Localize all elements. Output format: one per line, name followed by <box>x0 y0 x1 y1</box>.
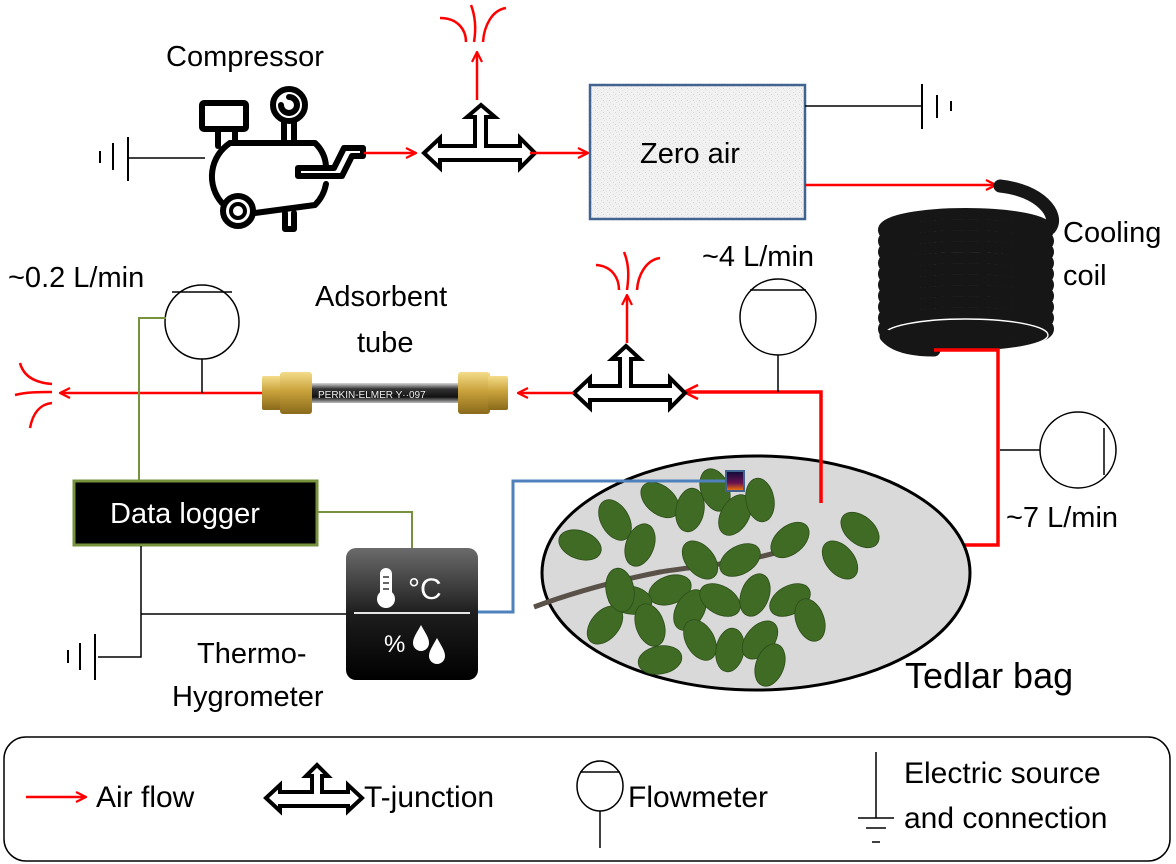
compressor-label: Compressor <box>166 41 324 73</box>
signal-wire-logger-thermo <box>318 511 413 548</box>
coil-ring <box>878 307 1054 351</box>
leaf <box>821 540 859 580</box>
leaf <box>675 487 705 533</box>
flow-rate-outlet: ~4 L/min <box>702 241 814 273</box>
logger-ground-icon <box>67 634 96 680</box>
legend-item-electric: Electric source and connection <box>858 752 1108 843</box>
legend-label-electric-line2: and connection <box>904 802 1108 835</box>
signal-wire-flowmeter-logger <box>138 317 166 481</box>
t-junction-middle-icon[interactable] <box>571 343 688 413</box>
sensor-probe <box>725 470 745 492</box>
legend: Air flow T-junction Flowmeter Elect <box>3 736 1171 862</box>
t-junction-icon <box>263 762 365 816</box>
flowmeter-sampling-icon[interactable] <box>164 284 240 393</box>
adsorbent-tube[interactable]: PERKIN-ELMER Y··097 <box>262 372 508 414</box>
water-drops-icon <box>413 625 445 664</box>
leaf <box>745 477 775 523</box>
legend-item-t-junction: T-junction <box>263 762 494 816</box>
air-flow-bag-to-tjunction <box>684 392 823 503</box>
zero-air-generator[interactable]: Zero air <box>588 83 807 221</box>
cooling-coil-icon[interactable] <box>878 179 1059 357</box>
t-junction-top-icon[interactable] <box>421 102 538 173</box>
power-wire-logger <box>98 546 142 658</box>
legend-label-flowmeter: Flowmeter <box>628 781 768 814</box>
thermo-hygrometer[interactable]: °C % <box>346 548 478 680</box>
leaf <box>794 598 826 642</box>
adsorbent-tube-print: PERKIN-ELMER Y··097 <box>318 390 426 401</box>
vent-exhaust-left-icon <box>14 362 53 429</box>
leaf <box>683 619 717 661</box>
compressor-ground-icon <box>99 137 205 181</box>
coil-ring <box>878 296 1054 340</box>
leaf <box>558 529 602 561</box>
legend-item-air-flow: Air flow <box>26 781 195 814</box>
coil-ring <box>878 285 1054 329</box>
leaf <box>605 567 635 613</box>
flowmeter-icon <box>576 760 624 848</box>
leaf <box>699 583 741 617</box>
cooling-coil-label-line2: coil <box>1063 260 1107 292</box>
leaf <box>634 603 666 647</box>
temperature-unit: °C <box>408 573 442 606</box>
leafy-branch <box>533 468 880 687</box>
flowmeter-inlet-icon[interactable] <box>1000 411 1117 489</box>
thermo-hygrometer-label-line2: Hygrometer <box>172 681 324 713</box>
leaf <box>598 499 632 541</box>
thermo-hygrometer-label-line1: Thermo- <box>197 638 307 670</box>
leaf <box>770 521 810 559</box>
leaf <box>637 645 683 675</box>
humidity-unit: % <box>384 631 405 658</box>
thermometer-icon <box>377 568 395 608</box>
adsorbent-tube-label-line1: Adsorbent <box>315 281 447 313</box>
adsorbent-tube-label-line2: tube <box>357 327 413 359</box>
legend-label-electric-line1: Electric source <box>904 757 1101 790</box>
vent-exhaust-middle-icon <box>595 251 661 291</box>
cooling-coil-label-line1: Cooling <box>1063 217 1161 249</box>
leaf <box>754 643 786 687</box>
legend-item-flowmeter: Flowmeter <box>576 760 768 848</box>
leaf <box>719 543 761 577</box>
data-logger-label: Data logger <box>110 498 260 530</box>
legend-label-air-flow: Air flow <box>96 781 195 814</box>
sensor-wire-thermo-to-bag <box>478 479 726 614</box>
legend-label-t-junction: T-junction <box>364 781 494 814</box>
tedlar-bag-label: Tedlar bag <box>905 655 1073 696</box>
leaf <box>739 573 771 617</box>
leaf <box>624 523 656 567</box>
zero-air-label: Zero air <box>640 138 740 170</box>
flow-rate-sampling: ~0.2 L/min <box>8 262 144 294</box>
electric-ground-icon <box>858 752 894 843</box>
compressor-icon[interactable] <box>199 86 366 232</box>
flow-rate-inlet: ~7 L/min <box>1006 502 1118 534</box>
flowmeter-outlet-icon[interactable] <box>739 278 817 392</box>
leaf <box>681 540 719 580</box>
data-logger[interactable]: Data logger <box>72 479 319 547</box>
tedlar-bag[interactable] <box>533 454 972 692</box>
vent-exhaust-icon <box>439 4 507 43</box>
leaf <box>840 511 880 549</box>
zero-air-ground-icon <box>805 84 952 129</box>
